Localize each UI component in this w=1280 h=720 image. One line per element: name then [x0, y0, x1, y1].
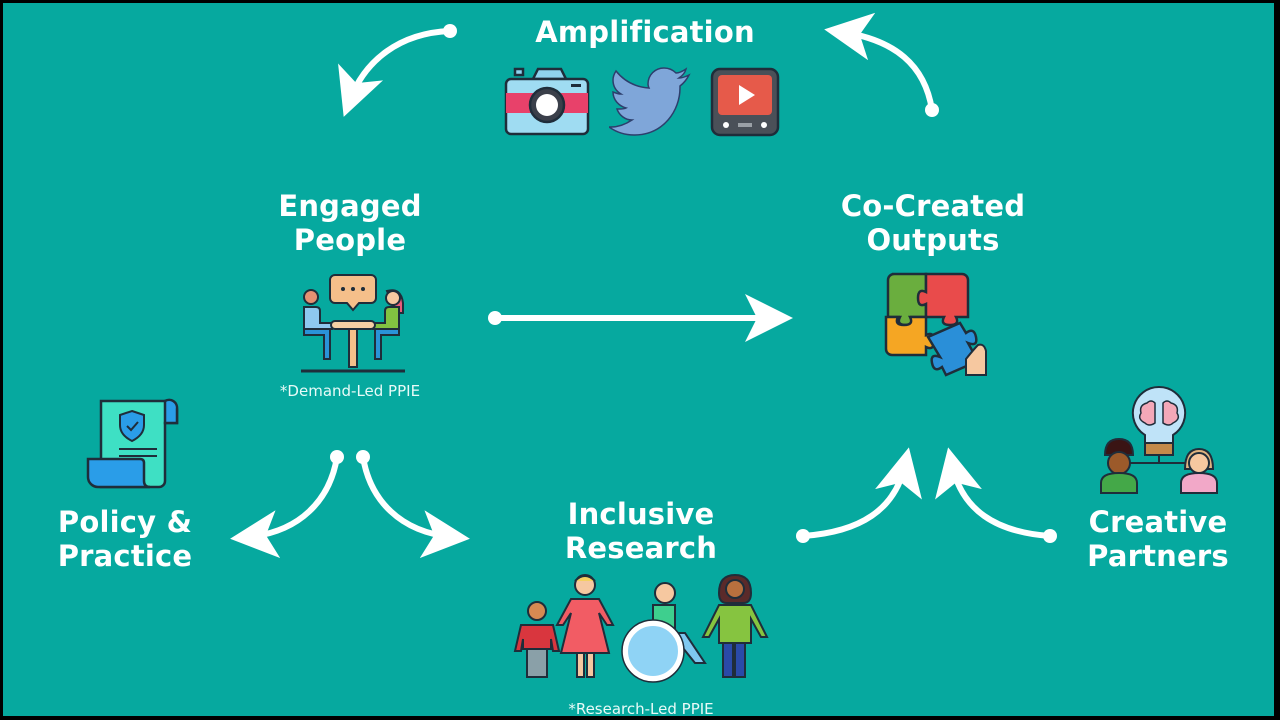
node-inclusive-research-title: Inclusive Research — [531, 497, 751, 565]
node-amplification-title: Amplification — [535, 15, 755, 49]
co-created-line1: Co-Created — [840, 189, 1026, 223]
twitter-bird-icon — [606, 67, 693, 141]
arrow-engaged-to-policy — [230, 450, 344, 559]
inclusive-line2: Research — [564, 531, 718, 565]
conversation-at-table-icon — [299, 271, 411, 381]
node-creative-partners-title: Creative Partners — [1058, 505, 1258, 573]
diagram-canvas: Amplification Engaged People — [3, 3, 1274, 716]
policy-line2: Practice — [57, 539, 193, 573]
diverse-people-icon — [513, 571, 775, 687]
creative-line2: Partners — [1087, 539, 1229, 573]
arrow-engaged-to-inclusive — [356, 450, 470, 559]
co-created-line2: Outputs — [866, 223, 1000, 257]
arrow-amplification-to-engaged-people — [338, 24, 457, 117]
engaged-people-line1: Engaged — [278, 189, 422, 223]
engaged-people-line2: People — [293, 223, 407, 257]
node-co-created-outputs-title: Co-Created Outputs — [823, 189, 1043, 257]
puzzle-pieces-icon — [882, 271, 990, 381]
policy-scroll-shield-icon — [85, 397, 189, 493]
lightbulb-brain-people-icon — [1097, 383, 1221, 499]
arrow-creative-to-co-created — [935, 447, 1057, 543]
node-engaged-people-note: *Demand-Led PPIE — [279, 382, 421, 400]
video-player-icon — [710, 67, 780, 141]
arrows-layer — [230, 12, 1057, 559]
arrow-engaged-to-co-created — [488, 294, 793, 342]
camera-icon — [503, 67, 591, 141]
node-inclusive-research-note: *Research-Led PPIE — [568, 700, 714, 716]
creative-line1: Creative — [1088, 505, 1228, 539]
arrow-inclusive-to-co-created — [796, 447, 922, 543]
node-policy-practice-title: Policy & Practice — [25, 505, 225, 573]
arrow-co-created-to-amplification — [824, 12, 939, 117]
inclusive-line1: Inclusive — [567, 497, 715, 531]
node-engaged-people-title: Engaged People — [240, 189, 460, 257]
policy-line1: Policy & — [57, 505, 193, 539]
